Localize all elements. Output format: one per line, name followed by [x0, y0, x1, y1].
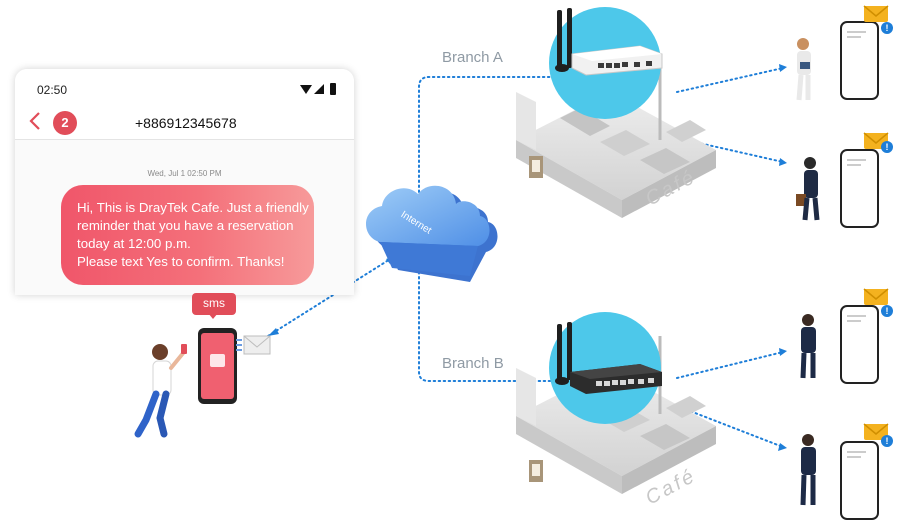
back-chevron-icon[interactable] — [28, 111, 42, 136]
message-bubble: Hi, This is DrayTek Cafe. Just a friendl… — [61, 185, 314, 285]
battery-icon — [330, 83, 336, 95]
signal-battery-icons — [300, 82, 338, 100]
notification-icon — [881, 22, 893, 447]
branch-a-label: Branch A — [442, 49, 503, 66]
customer-a1 — [796, 38, 811, 101]
link-a-customer-1 — [676, 67, 784, 93]
unread-badge: 2 — [53, 111, 77, 135]
customer-phones — [840, 21, 879, 520]
status-time: 02:50 — [37, 83, 68, 97]
link-a-customer-2 — [676, 137, 784, 163]
sms-message-screen: 02:50 2 +886912345678 Wed, Jul 1 02:50 P… — [15, 69, 354, 295]
notification-envelope-icons — [863, 5, 889, 440]
message-line: Hi, This is DrayTek Cafe. Just a friendl… — [77, 200, 309, 215]
message-line: Please text Yes to confirm. Thanks! — [77, 254, 285, 269]
customer-a2 — [796, 157, 820, 221]
cafe-branch-a — [516, 58, 716, 218]
svg-text:!: ! — [886, 306, 889, 316]
svg-text:!: ! — [886, 436, 889, 446]
envelope-icon — [236, 335, 271, 355]
customer-b1 — [800, 314, 816, 379]
link-internet-branch-b — [418, 271, 554, 382]
router-branch-a — [549, 7, 663, 119]
user-figure — [134, 344, 187, 438]
phone-screen-lines — [847, 31, 866, 458]
message-line: today at 12:00 p.m. — [77, 236, 191, 251]
sms-phone-icon — [198, 328, 237, 404]
cloud-icon — [366, 185, 498, 282]
sms-tag: sms — [192, 293, 236, 319]
contact-number: +886912345678 — [135, 115, 237, 131]
svg-text:!: ! — [886, 23, 889, 33]
link-b-customer-1 — [676, 351, 784, 379]
signal-icon — [300, 83, 336, 95]
svg-text:!: ! — [886, 142, 889, 152]
link-b-customer-2 — [676, 405, 784, 448]
link-user-internet — [267, 255, 396, 337]
phone-header: 02:50 2 +886912345678 — [15, 69, 354, 140]
message-timestamp: Wed, Jul 1 02:50 PM — [147, 169, 222, 178]
message-line: reminder that you have a reservation — [77, 218, 294, 233]
arrowheads — [268, 64, 787, 451]
branch-b-label: Branch B — [442, 355, 504, 372]
notification-marks: ! ! ! ! — [886, 23, 889, 446]
connection-lines — [267, 67, 784, 448]
link-internet-branch-a — [418, 76, 554, 273]
customer-b2 — [800, 434, 816, 506]
router-branch-b — [549, 312, 662, 424]
